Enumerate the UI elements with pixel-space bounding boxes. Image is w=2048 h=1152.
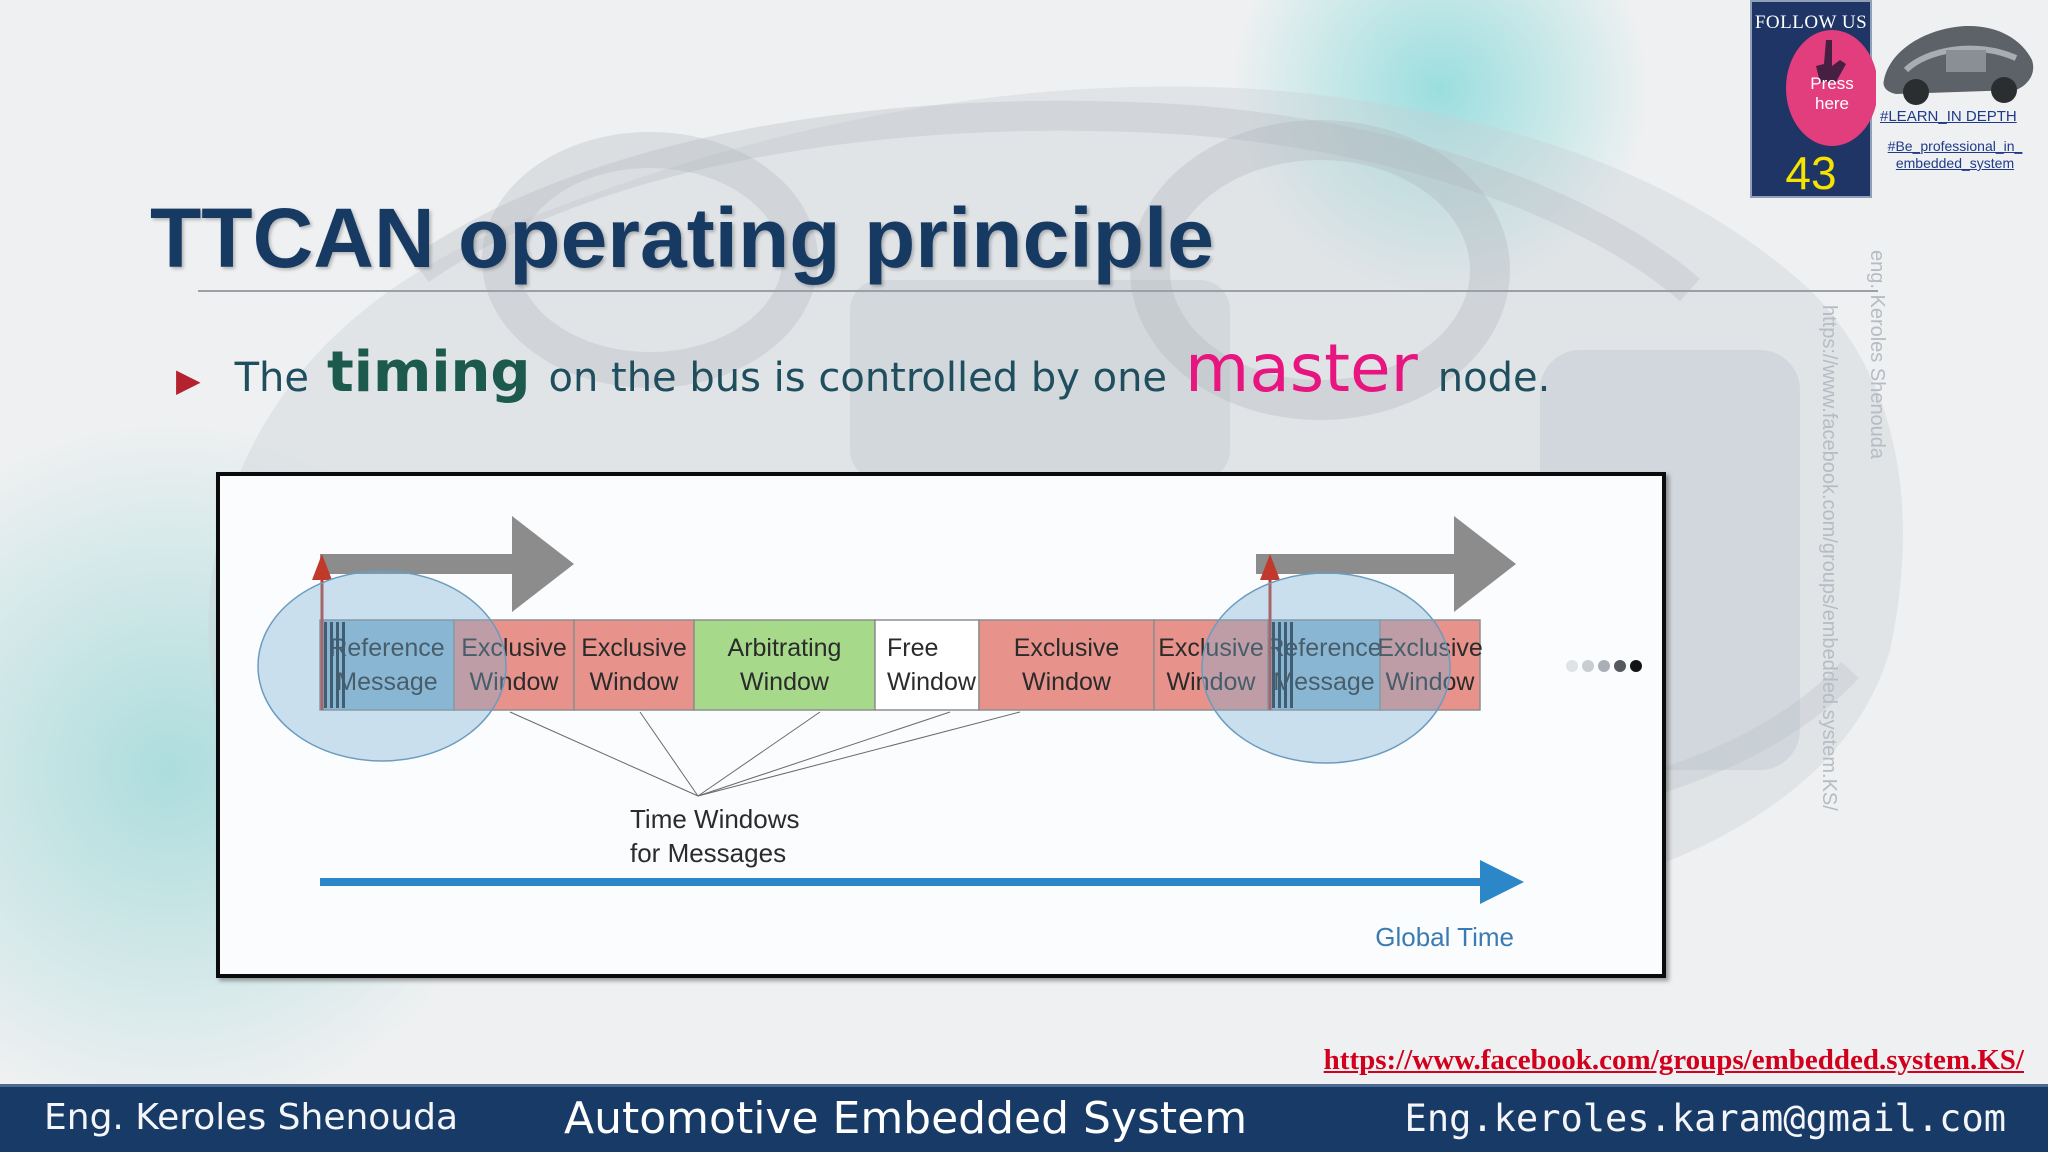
- bullet-text-part2: on the bus is controlled by one: [548, 355, 1168, 401]
- continuation-dot: [1630, 660, 1642, 672]
- title-underline: [198, 290, 1878, 292]
- window-label-line2: Window: [740, 668, 830, 696]
- slide-number: 43: [1785, 147, 1837, 199]
- follow-us-label: FOLLOW US: [1754, 12, 1868, 33]
- callout-label-line2: for Messages: [630, 838, 786, 868]
- window-label-line1: Reference: [329, 634, 444, 662]
- window-exclusive: [453, 619, 575, 711]
- callout-line: [509, 711, 699, 797]
- bullet-emphasis-master: master: [1185, 330, 1418, 407]
- bullet-triangle-icon: ▶: [176, 361, 201, 399]
- footer-email: Eng.keroles.karam@gmail.com: [1404, 1097, 2006, 1140]
- footer-bar: Eng. Keroles Shenouda Automotive Embedde…: [0, 1084, 2048, 1152]
- footer-course-title: Automotive Embedded System: [564, 1093, 1248, 1144]
- window-label-line2: Window: [887, 668, 977, 696]
- ref-bars-1-bar: [330, 622, 333, 708]
- window-label-line2: Window: [1386, 668, 1476, 696]
- author-watermark: eng. Keroles Shenouda: [1866, 250, 1888, 460]
- window-exclusive: [978, 619, 1155, 711]
- be-professional-line1: #Be_professional_in_: [1887, 138, 2023, 154]
- continuation-dot: [1582, 660, 1594, 672]
- window-label-line2: Message: [336, 668, 437, 696]
- cycle-arrow-2-shaft: [1256, 554, 1456, 574]
- bullet-point: ▶ The timing on the bus is controlled by…: [176, 330, 1550, 420]
- url-watermark: https://www.facebook.com/groups/embedded…: [1818, 305, 1840, 811]
- window-label-line1: Exclusive: [1158, 634, 1264, 662]
- bullet-emphasis-timing: timing: [327, 340, 531, 405]
- global-time-head: [1480, 860, 1524, 904]
- be-professional-link[interactable]: #Be_professional_in_ embedded_system: [1880, 138, 2030, 172]
- ref-bars-2-bar: [1278, 622, 1281, 708]
- cycle-arrow-1-head: [512, 516, 574, 612]
- continuation-dot: [1566, 660, 1578, 672]
- callout-line: [697, 711, 821, 797]
- press-label-line2: here: [1814, 94, 1850, 113]
- window-free: [874, 619, 980, 711]
- bullet-text-part3: node.: [1437, 355, 1551, 401]
- slide-title: TTCAN operating principle: [150, 191, 1215, 285]
- ref-bars-1-bar: [342, 622, 345, 708]
- ref-bars-1-bar: [324, 622, 327, 708]
- press-label-line1: Press: [1810, 74, 1854, 93]
- ref-bars-2-trigger-head: [1260, 554, 1280, 580]
- global-time-shaft: [320, 878, 1490, 886]
- window-label-line2: Window: [1167, 668, 1257, 696]
- callout-line: [639, 711, 699, 797]
- window-label-line2: Window: [590, 668, 680, 696]
- window-label-line2: Window: [470, 668, 560, 696]
- window-exclusive: [1153, 619, 1269, 711]
- ref-bars-1-trigger-head: [312, 554, 332, 580]
- window-exclusive: [1379, 619, 1481, 711]
- window-label-line2: Window: [1022, 668, 1112, 696]
- global-time-label: Global Time: [1375, 922, 1514, 952]
- ref-bars-2-bar: [1290, 622, 1293, 708]
- cycle-arrow-1-shaft: [320, 554, 514, 574]
- be-professional-line2: embedded_system: [1895, 155, 2015, 171]
- learn-in-depth-link[interactable]: #LEARN_IN DEPTH: [1880, 108, 2017, 125]
- reference-highlight-1: [257, 570, 507, 762]
- window-label-line1: Arbitrating: [728, 634, 842, 662]
- callout-line: [697, 711, 951, 797]
- callout-label-line1: Time Windows: [630, 804, 800, 834]
- callout-line: [697, 711, 1021, 797]
- window-label-line1: Free: [887, 634, 938, 662]
- continuation-dot: [1614, 660, 1626, 672]
- window-label-line1: Exclusive: [581, 634, 687, 662]
- ref-bars-2-bar: [1284, 622, 1287, 708]
- window-label-line1: Exclusive: [1014, 634, 1120, 662]
- press-here-label[interactable]: Press here: [1786, 74, 1878, 114]
- footer-author: Eng. Keroles Shenouda: [44, 1097, 459, 1138]
- continuation-dot: [1598, 660, 1610, 672]
- window-label-line1: Exclusive: [1377, 634, 1483, 662]
- bullet-text-part1: The: [234, 355, 310, 401]
- car-thumbnail-image: [1876, 10, 2038, 110]
- window-label-line1: Exclusive: [461, 634, 567, 662]
- facebook-group-link[interactable]: https://www.facebook.com/groups/embedded…: [1323, 1044, 2024, 1076]
- pointing-hand-icon: [1816, 40, 1846, 82]
- window-exclusive: [573, 619, 695, 711]
- ref-bars-2-bar: [1272, 622, 1275, 708]
- reference-highlight-2: [1201, 572, 1451, 764]
- window-arbitrating: [693, 619, 876, 711]
- ref-bars-1-bar: [336, 622, 339, 708]
- cycle-arrow-2-head: [1454, 516, 1516, 612]
